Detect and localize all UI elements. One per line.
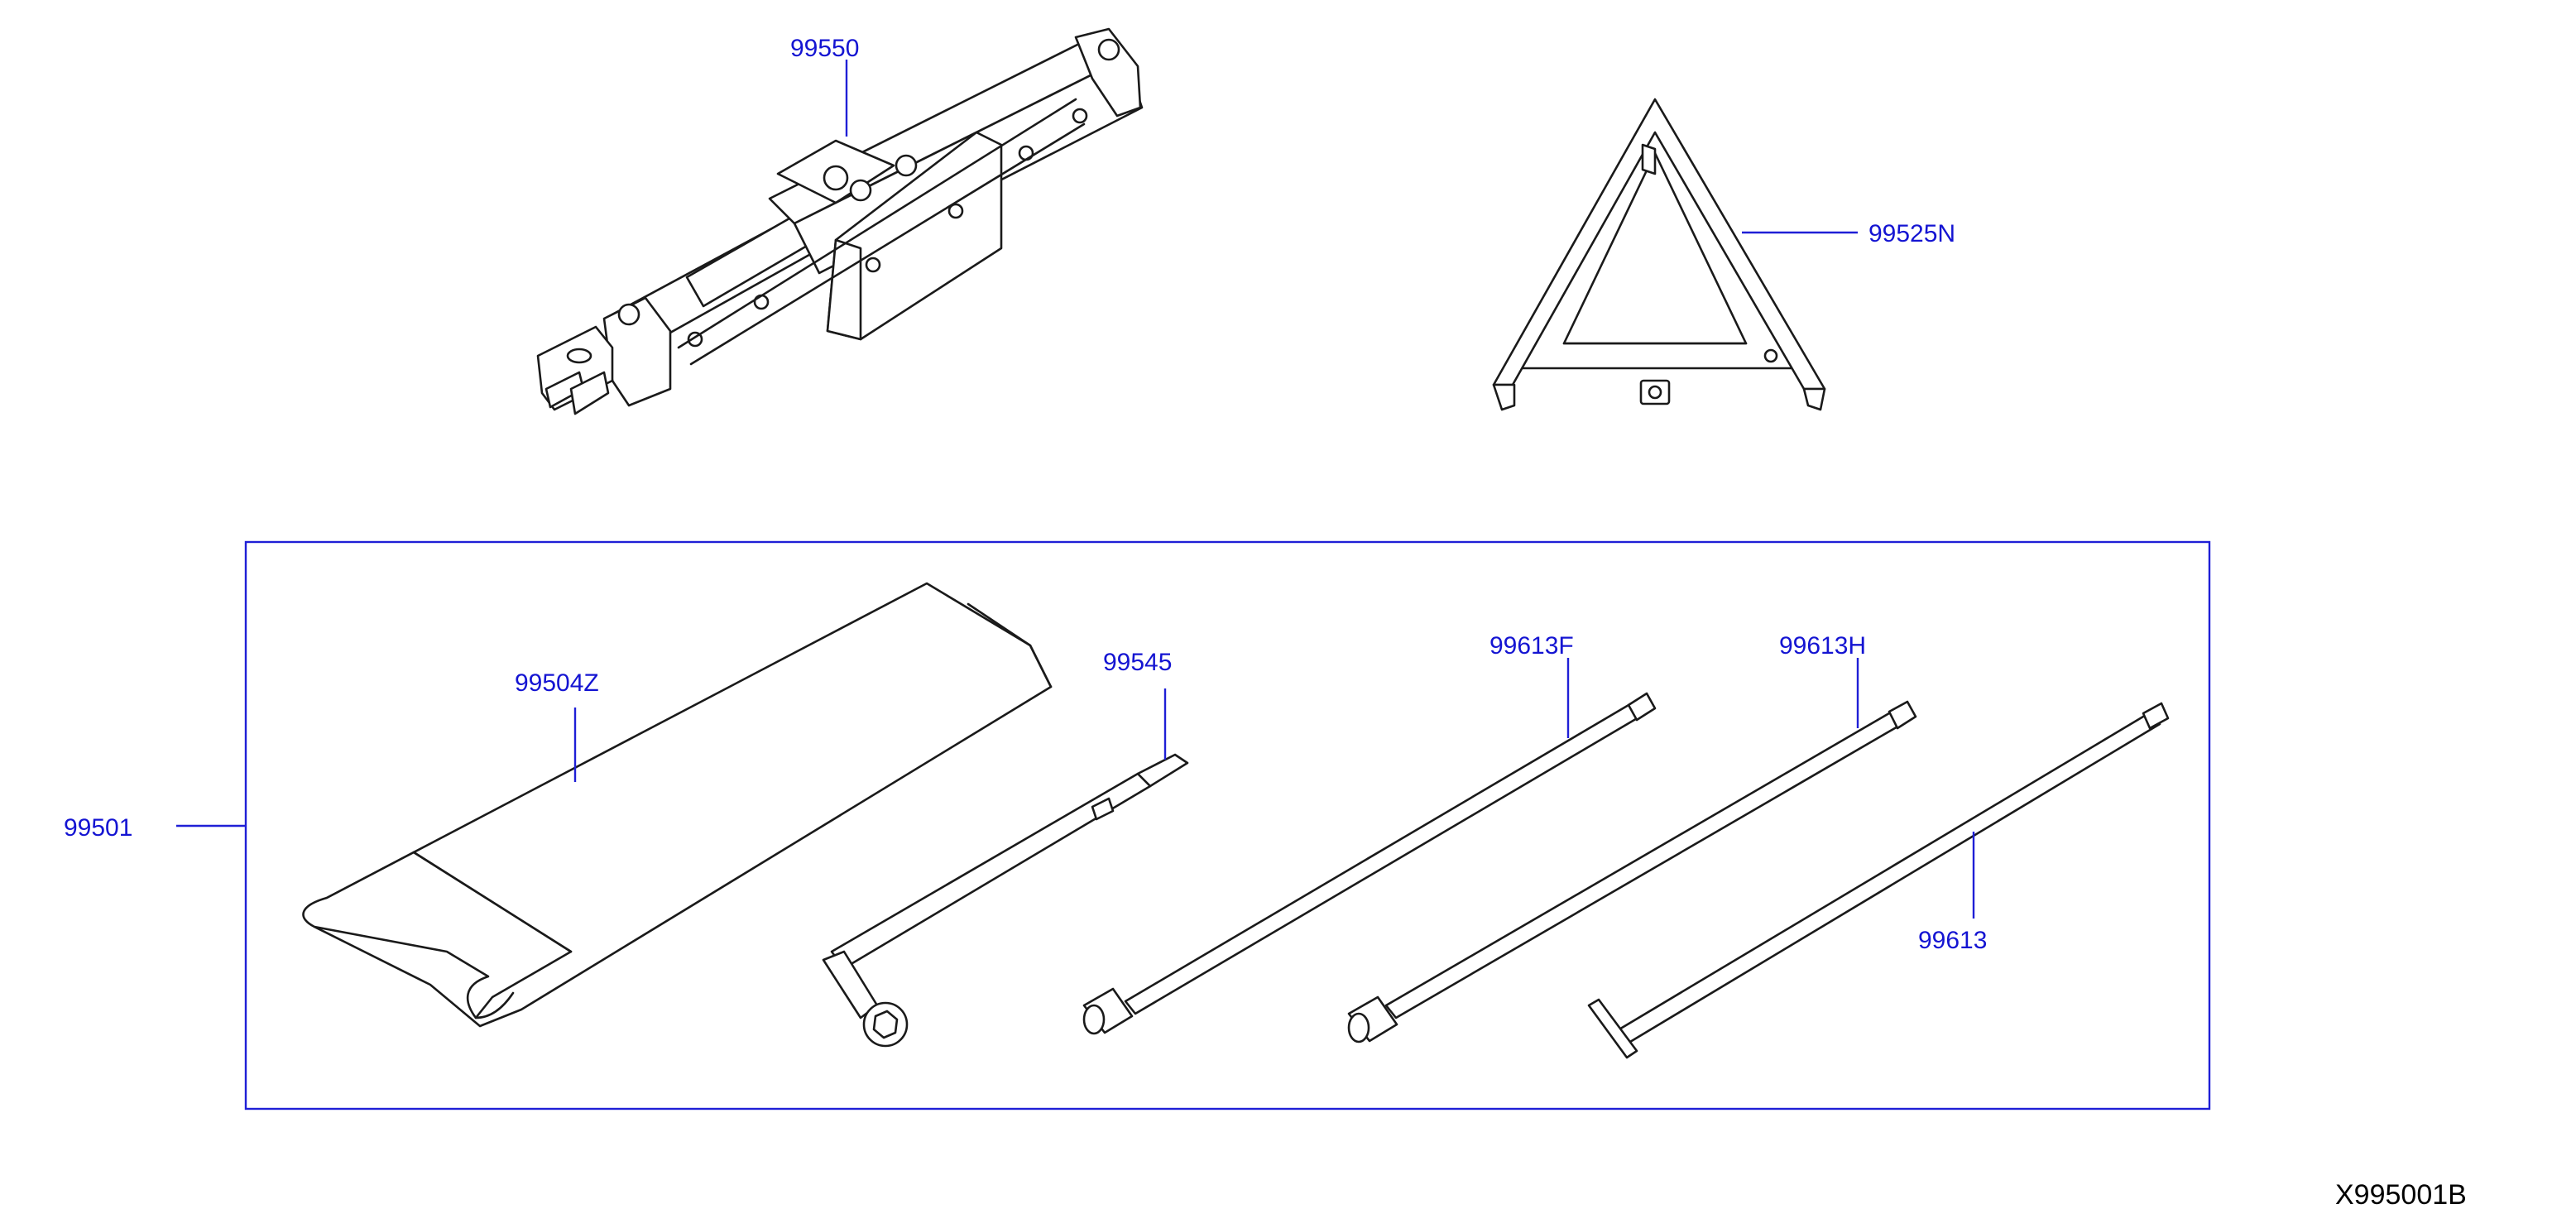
callout-rod-3[interactable]: 99613: [1918, 927, 1987, 954]
callout-warning-triangle[interactable]: 99525N: [1868, 220, 1955, 247]
callout-rod-2[interactable]: 99613H: [1779, 632, 1866, 660]
tool-bag-illustration: [302, 582, 1053, 1028]
warning-triangle-illustration: [1492, 98, 1826, 411]
extension-rod-1-illustration: [1082, 692, 1657, 1035]
callout-jack[interactable]: 99550: [790, 35, 859, 62]
callout-tool-bag[interactable]: 99504Z: [515, 669, 599, 697]
scissor-jack-illustration: [536, 27, 1144, 415]
callout-tool-kit[interactable]: 99501: [64, 814, 132, 842]
diagram-reference-code: X995001B: [2335, 1179, 2467, 1211]
extension-rod-3-illustration: [1587, 702, 2170, 1059]
callout-wheel-wrench[interactable]: 99545: [1103, 649, 1172, 676]
callout-rod-1[interactable]: 99613F: [1489, 632, 1574, 660]
extension-rod-2-illustration: [1347, 700, 1917, 1043]
wheel-wrench-illustration: [822, 753, 1189, 1048]
